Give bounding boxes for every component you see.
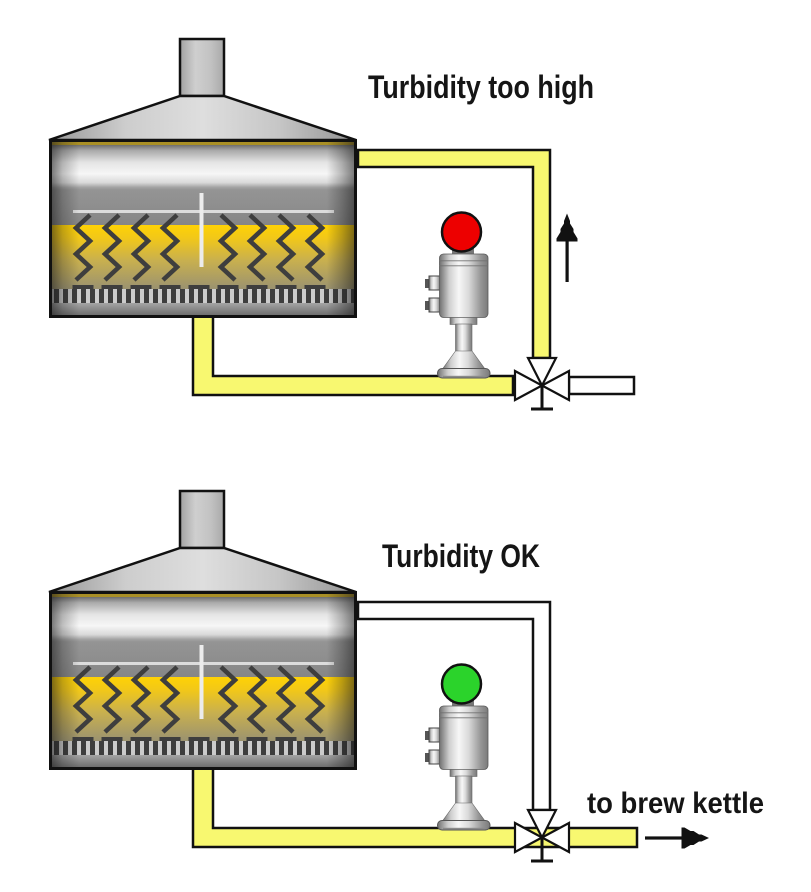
outlet-pipe-to-kettle: [191, 765, 639, 849]
diagram-turbidity-high: Turbidity too high: [49, 39, 636, 411]
three-way-valve-icon: [513, 808, 571, 863]
alarm-light-red: [440, 211, 483, 253]
diagram-title: Turbidity OK: [382, 538, 540, 574]
three-way-valve-icon: [513, 356, 571, 411]
outlet-destination-label: to brew kettle: [587, 787, 764, 820]
flow-right-arrow-icon: [645, 827, 709, 849]
turbidity-sensor-icon: [424, 247, 491, 379]
kettle-pipe-closed: [567, 375, 636, 396]
diagram-turbidity-ok: Turbidity OK to brew kettle: [49, 491, 764, 863]
status-light-green: [440, 663, 483, 705]
turbidity-sensor-icon: [424, 699, 491, 831]
diagram-title: Turbidity too high: [368, 69, 594, 105]
flow-up-arrow-icon: [556, 213, 578, 282]
lauter-tun-icon: [49, 39, 356, 317]
lauter-tun-icon: [49, 491, 356, 769]
